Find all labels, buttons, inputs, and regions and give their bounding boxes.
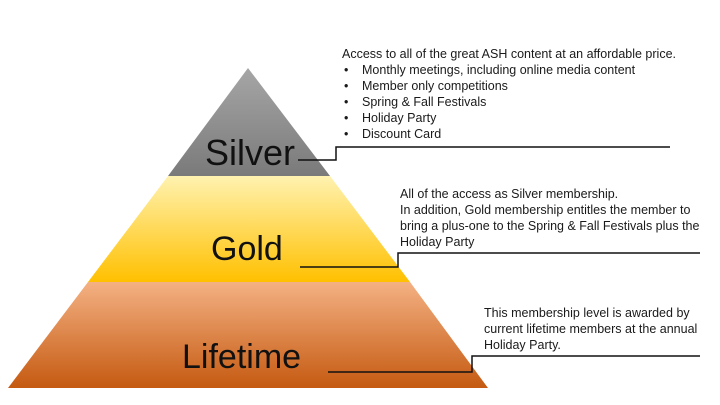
lifetime-description: This membership level is awarded by curr… [484, 305, 699, 353]
gold-description-line: All of the access as Silver membership. [400, 187, 619, 201]
lifetime-tier-shape [8, 282, 488, 388]
silver-description: Access to all of the great ASH content a… [342, 46, 682, 142]
silver-benefit-list: Monthly meetings, including online media… [342, 62, 682, 142]
silver-benefit-item: Monthly meetings, including online media… [342, 62, 682, 78]
lifetime-leader-line [328, 355, 700, 373]
gold-tier-shape [88, 176, 410, 282]
gold-leader-line [300, 252, 700, 268]
silver-tier-label: Silver [205, 132, 296, 173]
silver-leader-line [298, 146, 670, 161]
gold-description: All of the access as Silver membership. … [400, 186, 705, 250]
gold-description-line: In addition, Gold membership entitles th… [400, 203, 700, 249]
gold-tier-label: Gold [211, 230, 283, 268]
silver-benefit-item: Discount Card [342, 126, 682, 142]
silver-benefit-item: Member only competitions [342, 78, 682, 94]
silver-benefit-item: Holiday Party [342, 110, 682, 126]
lifetime-description-line: This membership level is awarded by curr… [484, 306, 698, 352]
silver-intro: Access to all of the great ASH content a… [342, 47, 676, 61]
silver-benefit-item: Spring & Fall Festivals [342, 94, 682, 110]
lifetime-tier-label: Lifetime [182, 338, 302, 376]
silver-tier-shape [168, 68, 330, 176]
